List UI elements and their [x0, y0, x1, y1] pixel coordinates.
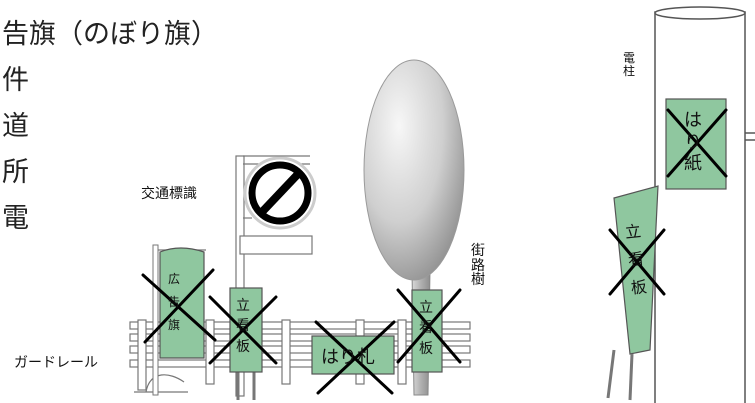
utility-pole-label-char: 柱: [623, 63, 636, 78]
standing-board-1-char: 立: [236, 298, 250, 314]
traffic-sign-label: 交通標識: [141, 186, 197, 202]
standing-board-2-char: 立: [419, 300, 433, 316]
utility-pole: [654, 6, 755, 403]
standing-board-pole-char: 立: [624, 221, 642, 242]
standing-board-2-text: 立 看 板: [419, 298, 433, 359]
standing-board-2: [411, 289, 443, 373]
standing-board-2-char: 板: [419, 340, 433, 357]
traffic-sign: [235, 155, 317, 397]
standing-board-1-char: 看: [236, 318, 250, 335]
nobori-flag-char: 広: [168, 272, 181, 286]
pole-paper-char: り: [684, 131, 702, 153]
standing-board-pole-char: 板: [629, 277, 648, 298]
street-tree-label-char: 樹: [471, 272, 485, 289]
nobori-flag-char: 旗: [168, 317, 181, 332]
utility-pole-label: 電 柱: [623, 52, 635, 77]
standing-board-pole: [606, 185, 659, 401]
guardrail-label: ガードレール: [14, 355, 98, 371]
posted-bill: [311, 335, 395, 375]
pole-paper-text: は り 紙: [684, 110, 702, 175]
left-text-line-5: 電: [2, 203, 29, 234]
prohibition-crosses: [141, 108, 728, 395]
left-text-line-1: 告旗（のぼり旗）: [2, 19, 218, 50]
posted-bill-text: はり札: [321, 347, 375, 368]
street-tree-label-char: 街: [471, 243, 485, 259]
street-tree-label-char: 路: [471, 257, 485, 274]
left-text-line-4: 所: [2, 157, 29, 188]
left-text-line-2: 件: [2, 65, 29, 96]
standing-board-1: [229, 287, 263, 400]
left-text-line-3: 道: [2, 111, 29, 142]
standing-board-pole-char: 看: [626, 249, 645, 270]
street-tree-label: 街 路 樹: [471, 244, 485, 288]
pole-paper-char: は: [684, 110, 702, 131]
standing-board-2-char: 看: [419, 320, 433, 337]
standing-board-1-text: 立 看 板: [236, 296, 250, 357]
pole-paper-char: 紙: [684, 153, 702, 175]
nobori-flag-text: 広 告 旗: [168, 268, 180, 336]
utility-pole-label-char: 電: [623, 51, 636, 65]
nobori-flag-char: 告: [168, 294, 181, 309]
standing-board-1-char: 板: [236, 338, 250, 355]
